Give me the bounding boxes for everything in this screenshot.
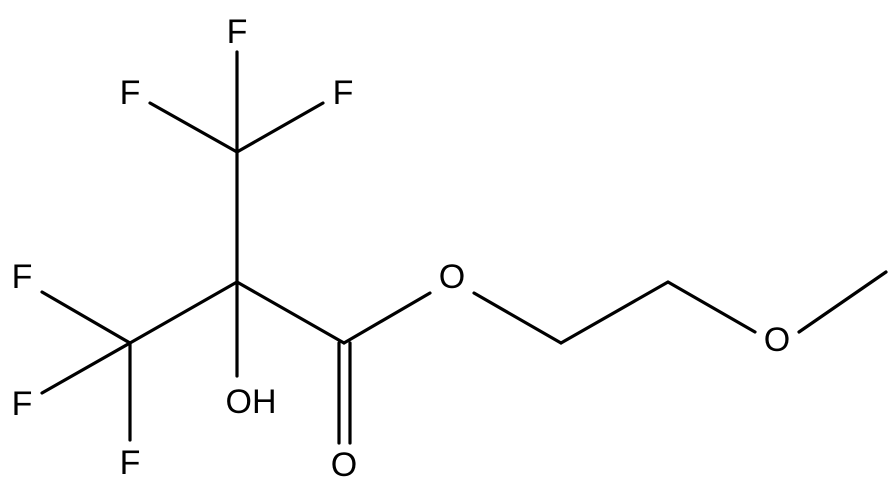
- atom-ether-oxygen: O: [764, 321, 790, 359]
- atom-f6: F: [120, 444, 141, 482]
- atom-f2: F: [120, 74, 141, 112]
- atom-f3: F: [333, 74, 354, 112]
- bond-c5-c6: [559, 280, 670, 345]
- atom-carbonyl-oxygen: O: [331, 446, 357, 484]
- atom-ester-oxygen: O: [439, 258, 465, 296]
- atom-hydroxyl: OH: [226, 383, 277, 421]
- bond-c3-f4: [40, 290, 132, 345]
- atom-f4: F: [12, 258, 33, 296]
- bond-c1-f3: [235, 101, 325, 154]
- bond-c2-c4: [235, 280, 346, 345]
- atom-f5: F: [12, 385, 33, 423]
- bond-o-ether-c7: [797, 270, 888, 334]
- bond-c6-o-ether: [666, 280, 757, 334]
- bond-c2-c3: [128, 280, 239, 345]
- bond-o-ester-c5: [472, 291, 563, 345]
- atom-labels: F F F F F F OH O O O: [12, 13, 791, 484]
- bond-c4-o-ester: [342, 291, 432, 345]
- bonds: [40, 50, 888, 445]
- atom-f1: F: [227, 13, 248, 51]
- bond-c1-f2: [148, 101, 239, 154]
- bond-c3-f5: [40, 341, 132, 395]
